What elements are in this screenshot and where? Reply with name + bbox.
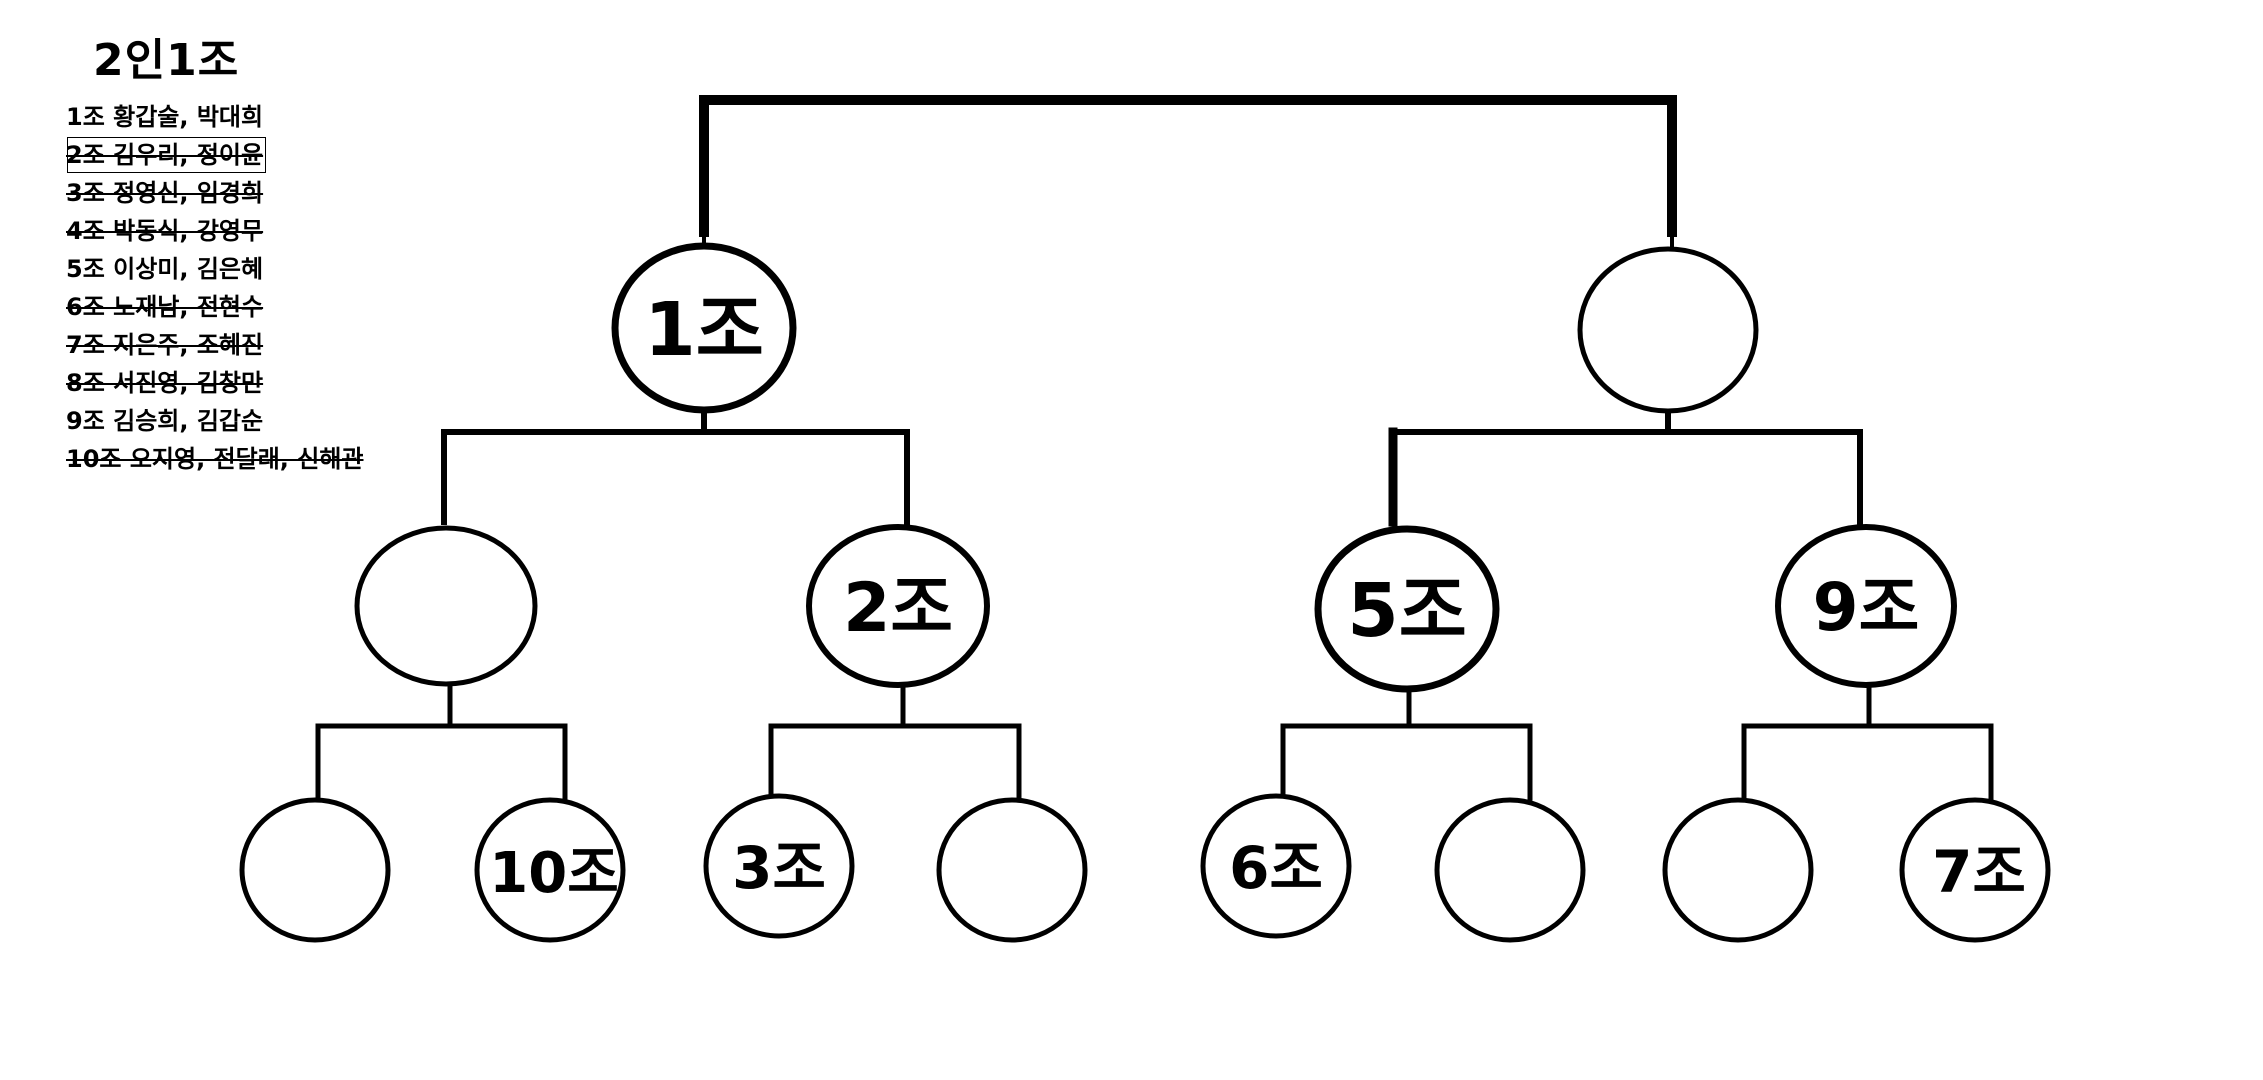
- semifinal-connectors: [441, 409, 1863, 527]
- first-round-node-8: 7조: [1899, 797, 2051, 943]
- first-round-node-5: 6조: [1200, 793, 1352, 939]
- node-label: 6조: [1229, 834, 1323, 902]
- team-list-item: 10조 오지영, 전달래, 신해관: [66, 445, 364, 473]
- team-list-item: 9조 김승희, 김갑순: [66, 407, 264, 435]
- quarter-node-3: 5조: [1314, 525, 1500, 693]
- node-label: 2조: [843, 569, 953, 648]
- first-round-node-4: [936, 797, 1088, 943]
- team-list-item: 4조 박동식, 강영무: [66, 217, 264, 245]
- first-round-node-7: [1662, 797, 1814, 943]
- semifinal-node-right: [1577, 246, 1759, 414]
- team-list-item: 5조 이상미, 김은혜: [66, 255, 264, 283]
- page-title: 2인1조: [93, 35, 240, 86]
- first-round-node-3: 3조: [703, 793, 855, 939]
- node-label: 7조: [1932, 838, 2026, 906]
- team-list-item: 7조 지은주, 조혜진: [66, 331, 264, 359]
- team-list: 1조 황갑술, 박대희 2조 김우리, 정이윤 3조 정영신, 임경희 4조 박…: [66, 98, 364, 478]
- team-list-item: 3조 정영신, 임경희: [66, 179, 264, 207]
- node-label: 5조: [1347, 568, 1467, 654]
- first-round-node-2: 10조: [474, 797, 626, 943]
- node-label: 1조: [644, 287, 764, 373]
- quarter-node-1: [354, 525, 538, 687]
- quarter-connectors: [315, 681, 1994, 801]
- node-label: 3조: [732, 834, 826, 902]
- quarter-node-2: 2조: [806, 524, 990, 688]
- team-list-item: 1조 황갑술, 박대희: [66, 103, 264, 131]
- final-connector: [699, 95, 1677, 252]
- quarter-node-4: 9조: [1775, 524, 1957, 688]
- team-list-item: 6조 노재남, 전현수: [66, 293, 264, 321]
- first-round-node-1: [239, 797, 391, 943]
- node-label: 9조: [1813, 569, 1920, 646]
- node-label: 10조: [489, 841, 618, 906]
- semifinal-node-left: 1조: [611, 242, 797, 414]
- team-list-item: 8조 서진영, 김창만: [66, 369, 264, 397]
- team-list-item: 2조 김우리, 정이윤: [66, 136, 267, 174]
- first-round-node-6: [1434, 797, 1586, 943]
